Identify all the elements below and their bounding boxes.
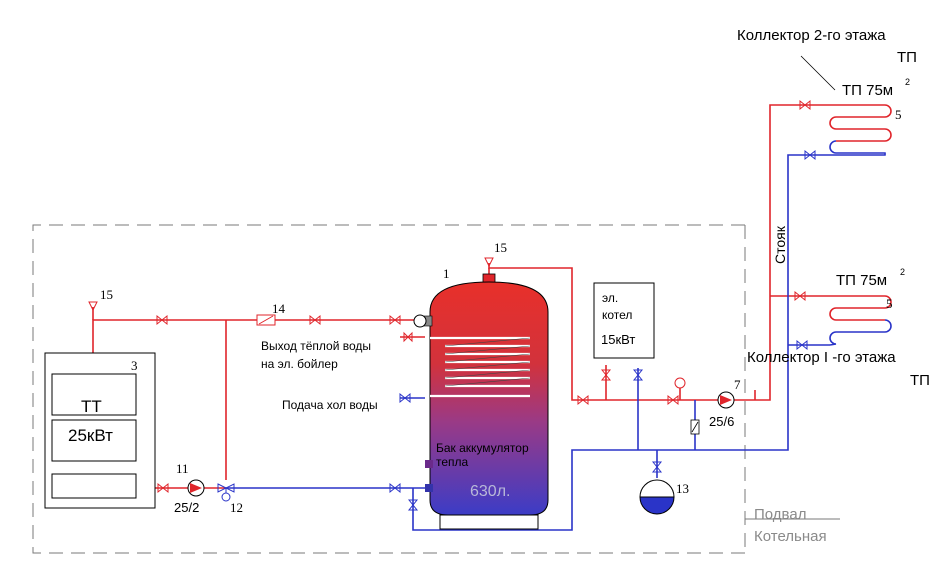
label-num-7: 7 [734,377,741,392]
label-num-11: 11 [176,461,189,476]
boiler-room-boundary [32,224,840,554]
pump-7-model: 25/6 [709,414,734,429]
tp-floor1-sup: 2 [900,267,905,277]
pump-11-model: 25/2 [174,500,199,515]
hot-valves [156,99,811,494]
solid-fuel-boiler: ТТ 25кВт 3 [44,352,156,509]
check-valve-14: 14 [256,301,286,326]
tp-floor2-sup: 2 [905,77,910,87]
cold-water-in: Подача хол воды [282,398,378,412]
pump-7: 7 25/6 [674,377,741,429]
riser-label: Стояк [772,225,788,264]
pump-11: 11 25/2 [174,461,205,515]
strainer [690,419,700,435]
electric-boiler: эл. котел 15кВт [593,282,655,359]
label-num-3: 3 [131,358,138,373]
tp-floor1-area: ТП 75м [836,272,887,289]
warm-water-out-1: Выход тёплой воды [261,339,371,353]
tank-label-1: Бак аккумулятор [436,441,529,455]
label-num-1: 1 [443,266,450,281]
cold-valves [389,149,816,511]
label-num-5a: 5 [895,107,902,122]
collector2-tp: ТП [897,49,917,66]
el-boiler-line1: эл. [602,291,618,305]
collector1-title: Коллектор Ӏ -го этажа [747,349,896,366]
label-num-5b: 5 [886,296,893,311]
floor-heating-loop-1: 5 [829,295,893,346]
label-num-13: 13 [676,481,689,496]
el-boiler-line2: котел [602,308,632,322]
collector1-tp: ТП [910,372,930,389]
floor-heating-loop-2: 5 [829,104,902,156]
three-way-valve-12: 12 [217,483,243,515]
tank-label-2: тепла [436,455,469,469]
label-num-12: 12 [230,500,243,515]
air-vents: 15 15 [88,240,507,312]
boiler-name: ТТ [81,397,102,416]
label-num-15a: 15 [100,287,113,302]
boiler-power: 25кВт [68,426,113,445]
label-num-15b: 15 [494,240,507,255]
collector2-title: Коллектор 2-го этажа [737,27,886,44]
tank-volume: 630л. [470,483,510,500]
collector2-pointer [800,55,836,91]
tp-floor2-area: ТП 75м [842,82,893,99]
label-num-14: 14 [272,301,286,316]
expansion-tank-13: 13 [639,479,689,515]
boiler-room-label: Котельная [754,528,827,545]
el-boiler-power: 15кВт [601,332,635,347]
accumulator-tank: Бак аккумулятор тепла 630л. 1 [413,266,549,530]
basement-label: Подвал [754,506,806,523]
warm-water-out-2: на эл. бойлер [261,357,338,371]
cold-return-piping [226,154,830,531]
